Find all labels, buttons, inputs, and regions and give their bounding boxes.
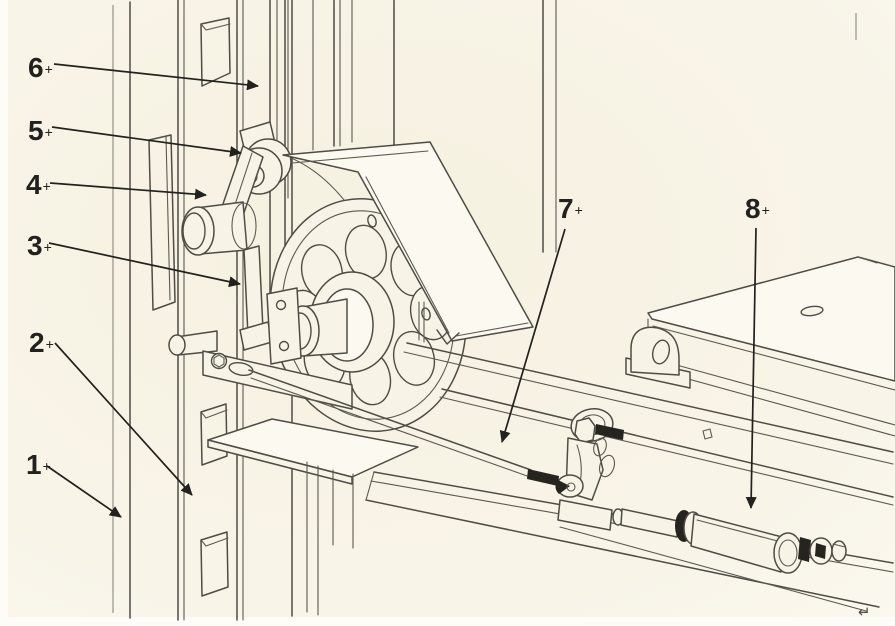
bearing-plate: [266, 287, 302, 365]
fitting-band: [798, 537, 811, 562]
callout-6-label: 6+: [28, 52, 53, 83]
clevis-bracket: [625, 326, 691, 389]
chain-link: [598, 454, 616, 478]
callout-3-label: 3+: [27, 230, 52, 261]
callout-2-arrow: [54, 342, 193, 496]
cylinder-body: [690, 513, 787, 573]
pivot-pin: [181, 201, 257, 256]
platform-hole: [800, 305, 824, 317]
callout-6: 6+: [28, 52, 259, 91]
callout-5-arrow: [51, 126, 242, 157]
cover-plate: [282, 141, 534, 345]
column-slot-mid: [200, 403, 228, 466]
column-channel: [148, 134, 176, 311]
callouts: 1+ 2+ 3+ 4+ 5+ 6+ 7+ 8+: [26, 52, 770, 518]
arm-anchor-notch: [436, 329, 460, 345]
platform: [625, 256, 895, 440]
callout-5-label: 5+: [28, 115, 53, 146]
callout-1-arrow: [46, 465, 122, 518]
callout-4-arrow: [49, 182, 207, 200]
lock-release-rod: [248, 369, 532, 478]
fitting-pin: [815, 543, 826, 559]
piston-rod: [620, 508, 679, 538]
hydraulic-cylinder: [612, 508, 847, 574]
latch-pin-right: [595, 424, 624, 440]
latch-pin-left: [527, 469, 559, 486]
callout-2: 2+: [29, 327, 193, 496]
rod-end-tube: [557, 499, 613, 531]
guide-pin: [168, 330, 218, 356]
callout-3: 3+: [27, 230, 241, 288]
callout-7-label: 7+: [558, 193, 583, 224]
callout-8: 8+: [745, 193, 770, 509]
latch-disc-shadow: [555, 480, 570, 494]
callout-5: 5+: [28, 115, 242, 157]
callout-7: 7+: [499, 193, 583, 443]
chain-link: [593, 437, 607, 457]
cylinder-cap: [773, 532, 803, 574]
column-slot-bottom: [200, 531, 229, 597]
callout-8-arrow: [745, 227, 757, 509]
platform-small-hole: [702, 428, 713, 440]
callout-6-arrow: [53, 63, 259, 91]
callout-1-label: 1+: [26, 449, 51, 480]
callout-8-label: 8+: [745, 193, 770, 224]
column-slot-top: [200, 17, 231, 87]
callout-4-label: 4+: [26, 169, 51, 200]
carriage-shelf: [207, 418, 419, 616]
callout-4: 4+: [26, 169, 207, 200]
callout-3-arrow: [48, 242, 241, 288]
callout-2-label: 2+: [29, 327, 54, 358]
callout-1: 1+: [26, 449, 122, 518]
corner-mark: ↵: [858, 603, 871, 621]
lock-release-assembly: [527, 408, 624, 531]
upper-lock-mechanism: [181, 121, 349, 351]
hex-bolt: [574, 417, 596, 444]
callout-7-arrow: [499, 228, 566, 443]
carriage-details: [168, 287, 532, 478]
